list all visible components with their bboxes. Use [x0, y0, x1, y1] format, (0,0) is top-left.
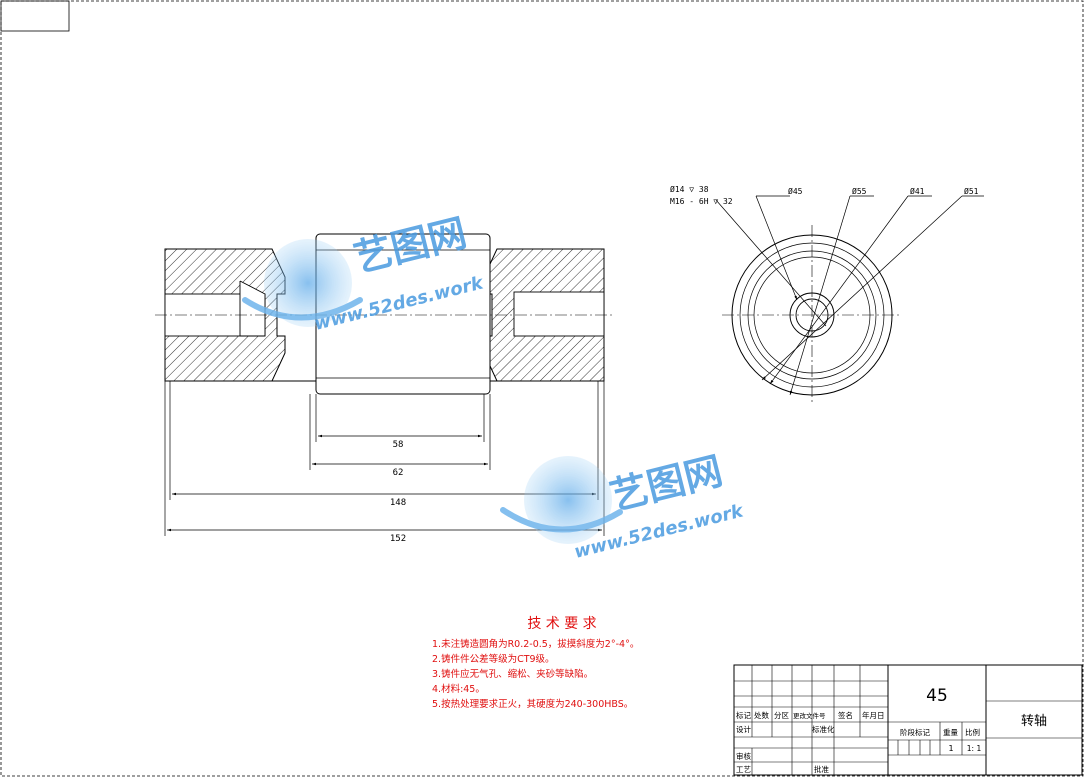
- dimension-lines: [164, 381, 605, 536]
- material: 45: [926, 686, 948, 706]
- title-block-text: 标记 处数 分区 更改文件号 签名 年月日 设计 标准化 审核 工艺 批准 45…: [736, 686, 1047, 774]
- dia-45: Ø45: [788, 186, 803, 196]
- tech-req-item: 1.未注铸造圆角为R0.2-0.5，拔摸斜度为2°-4°。: [432, 638, 639, 650]
- dim-148: 148: [390, 498, 406, 508]
- tech-req-item: 2.铸件件公差等级为CT9级。: [432, 653, 555, 665]
- hdr-count: 处数: [754, 710, 769, 720]
- dim-58: 58: [393, 440, 404, 450]
- hdr-zone: 分区: [774, 711, 789, 720]
- part-name: 转轴: [1021, 714, 1047, 729]
- tech-req-item: 5.按热处理要求正火，其硬度为240-300HBS。: [432, 698, 633, 710]
- tech-req-item: 4.材料:45。: [432, 683, 485, 695]
- qty: 1: [948, 744, 953, 753]
- dim-62: 62: [393, 468, 404, 478]
- row-design: 设计: [736, 724, 751, 734]
- stage-mark: 阶段标记: [900, 727, 930, 737]
- hdr-mark: 标记: [736, 710, 751, 720]
- hdr-date: 年月日: [862, 710, 885, 720]
- row-review: 审核: [736, 751, 751, 761]
- end-view: [715, 195, 984, 405]
- row-standardize: 标准化: [812, 724, 835, 734]
- watermark-2: 艺图网 www.52des.work: [500, 448, 746, 563]
- hdr-sign: 签名: [838, 710, 853, 720]
- section-view: [155, 233, 612, 395]
- dia-55: Ø55: [852, 186, 867, 196]
- hole-callout-1: Ø14 ▽ 38: [670, 184, 709, 194]
- dim-152: 152: [390, 534, 406, 544]
- corner-box: [0, 0, 70, 32]
- hole-callout-2: M16 - 6H ▽ 32: [670, 197, 733, 206]
- row-approve: 批准: [814, 764, 829, 774]
- tech-req-item: 3.铸件应无气孔、缩松、夹砂等缺陷。: [432, 668, 593, 680]
- weight-label: 重量: [943, 728, 958, 737]
- scale-value: 1: 1: [967, 744, 982, 753]
- title-block: [733, 664, 1083, 776]
- watermark-globe-icon: [264, 239, 352, 327]
- dia-41: Ø41: [910, 186, 925, 196]
- watermark-globe-icon: [524, 456, 612, 544]
- dia-51: Ø51: [964, 186, 979, 196]
- tech-req-title: 技 术 要 求: [527, 616, 596, 632]
- tech-requirements: 技 术 要 求 1.未注铸造圆角为R0.2-0.5，拔摸斜度为2°-4°。 2.…: [432, 616, 639, 710]
- hdr-doc-no: 更改文件号: [793, 711, 826, 720]
- row-process: 工艺: [736, 765, 751, 774]
- scale-label: 比例: [965, 727, 980, 737]
